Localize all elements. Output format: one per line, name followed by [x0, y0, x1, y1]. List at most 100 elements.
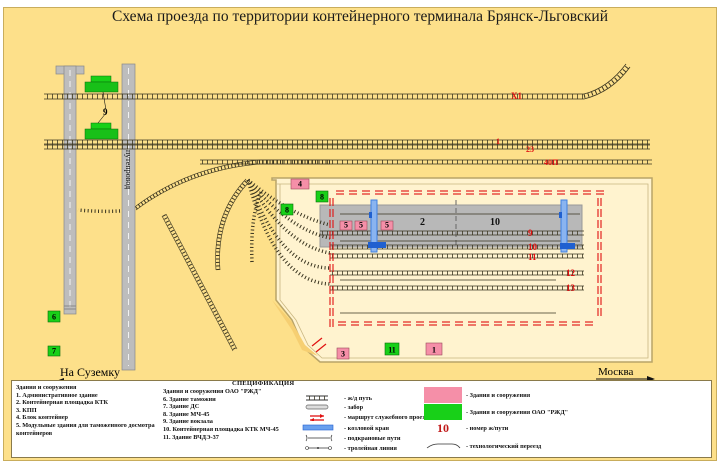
track-13: [330, 285, 584, 291]
building-label: 6: [52, 313, 56, 322]
legend-item: 5. Модульные здания для таможенного досм…: [16, 421, 155, 429]
building-b3[interactable]: 3: [336, 347, 350, 360]
road-overpass: [121, 63, 136, 371]
building-b6[interactable]: 6: [47, 310, 61, 323]
legend-symbol-row: - козловой кран: [302, 424, 389, 432]
terminal-fence: [276, 183, 649, 359]
track-label-23: 23: [526, 145, 534, 154]
legend-symbol-row: - ж/д путь: [302, 394, 372, 402]
building-b8a[interactable]: 8: [315, 190, 329, 203]
building-marker[interactable]: [336, 347, 350, 360]
legend-item: 4. Блок контейнер: [16, 414, 69, 422]
building-marker[interactable]: [354, 220, 368, 231]
building-b5c[interactable]: 5: [380, 220, 394, 231]
rzd-building-marker[interactable]: [280, 203, 294, 216]
rzd-building-marker[interactable]: [47, 310, 61, 323]
legend-symbol-label: - подкрановые пути: [344, 434, 401, 442]
trolley-line-icon: [305, 446, 332, 450]
legend-heading-rzd: Здания и сооружения ОАО "РЖД": [163, 388, 262, 395]
track-label-9: 9: [528, 228, 533, 238]
building-label: 4: [298, 180, 302, 189]
legend-item: 7. Здание ДС: [163, 403, 200, 411]
legend-symbol-row: - тролейная линия: [302, 444, 397, 452]
gantry-crane-2[interactable]: [559, 199, 575, 253]
legend-col-rzd: Здания и сооружения ОАО "РЖД" 6. Здание …: [163, 388, 279, 441]
legend: Здания и сооружения 1. Административное …: [11, 380, 712, 458]
road-left: [55, 65, 85, 315]
sand-notch: [272, 300, 318, 356]
legend-swatch-label: - Здания и сооружения: [466, 391, 531, 399]
building-label: 3: [341, 350, 345, 359]
legend-item: 1. Административное здание: [16, 391, 98, 399]
legend-swatch-row: - Здания и сооружения: [424, 387, 530, 403]
building-label: 5: [359, 221, 363, 230]
building-label: 7: [52, 347, 56, 356]
building-b4[interactable]: 4: [290, 178, 310, 190]
overpass-label: путепровод: [124, 150, 133, 189]
track-12: [330, 270, 584, 276]
page-title: Схема проезда по территории контейнерног…: [111, 8, 609, 25]
legend-item: контейнеров: [16, 429, 53, 437]
building-b1[interactable]: 1: [425, 342, 443, 356]
track-label-12: 12: [566, 268, 576, 278]
legend-symbol-label: - ж/д путь: [344, 394, 372, 402]
building-marker[interactable]: [339, 220, 353, 231]
spec-title: СПЕЦИФИКАЦИЯ: [232, 380, 295, 387]
legend-item: 2. Контейнерная площадка КТК: [16, 399, 109, 407]
green-swatch: [424, 404, 462, 420]
crossing-icon: [426, 443, 461, 449]
legend-item: 3. КПП: [16, 406, 37, 414]
gantry-crane-1[interactable]: [368, 199, 386, 253]
legend-swatch-label: - технологический переезд: [466, 442, 542, 450]
gantry-crane-icon: [302, 424, 334, 431]
building-marker[interactable]: [290, 178, 310, 190]
station-building-9[interactable]: [84, 75, 119, 140]
building-marker[interactable]: [380, 220, 394, 231]
legend-symbol-row: - подкрановые пути: [302, 434, 401, 442]
legend-swatch-row: - Здания и сооружения ОАО "РЖД": [424, 404, 568, 420]
building-b5b[interactable]: 5: [354, 220, 368, 231]
building-b7[interactable]: 7: [47, 345, 61, 357]
building-b5a[interactable]: 5: [339, 220, 353, 231]
track-label-x1: X1: [511, 91, 522, 101]
building-b8b[interactable]: 8: [280, 203, 294, 216]
legend-symbol-row: - маршрут служебного проезда: [302, 413, 431, 421]
legend-item: 8. Здание МЧ-45: [163, 410, 210, 418]
rzd-building-marker[interactable]: [47, 345, 61, 357]
building-label: 5: [385, 221, 389, 230]
legend-item: 6. Здание таможни: [163, 395, 216, 403]
fence-icon: [305, 404, 329, 410]
entry-arrows: [311, 337, 327, 353]
legend-symbol-label: - козловой кран: [344, 424, 390, 432]
track-x1: [44, 63, 631, 100]
legend-col-buildings: Здания и сооружения 1. Административное …: [16, 384, 155, 437]
legend-swatch-row: 10 - номер ж/пути: [424, 421, 508, 436]
legend-swatch-label: - Здания и сооружения ОАО "РЖД": [466, 408, 569, 416]
legend-item: 9. Здание вокзала: [163, 418, 213, 426]
track-11: [330, 253, 584, 259]
area-label-2: 2: [420, 217, 425, 228]
track-1-23: [44, 139, 650, 150]
track-number-sample-text: 10: [437, 421, 449, 435]
crane-rail-icon: [305, 434, 333, 442]
railway-track-icon: [306, 395, 328, 401]
track-label-13: 13: [566, 283, 576, 293]
legend-swatch-label: - номер ж/пути: [466, 425, 509, 432]
service-route: [329, 190, 604, 327]
building-marker[interactable]: [425, 342, 443, 356]
building-b11[interactable]: 11: [384, 342, 400, 356]
direction-right[interactable]: Москва: [596, 366, 655, 382]
track-label-10: 10: [528, 242, 538, 252]
service-route-arrows-icon: [310, 414, 324, 421]
rzd-building-marker[interactable]: [384, 342, 400, 356]
track-number-sample: 10: [424, 421, 462, 436]
area-label-10: 10: [490, 217, 500, 228]
legend-symbol-label: - маршрут служебного проезда: [344, 413, 431, 421]
legend-swatch-row: - технологический переезд: [424, 442, 541, 450]
rzd-building-marker[interactable]: [315, 190, 329, 203]
legend-symbol-row: - забор: [302, 403, 363, 411]
station-label: 9: [103, 107, 108, 117]
direction-left-label: На Суземку: [60, 365, 120, 379]
